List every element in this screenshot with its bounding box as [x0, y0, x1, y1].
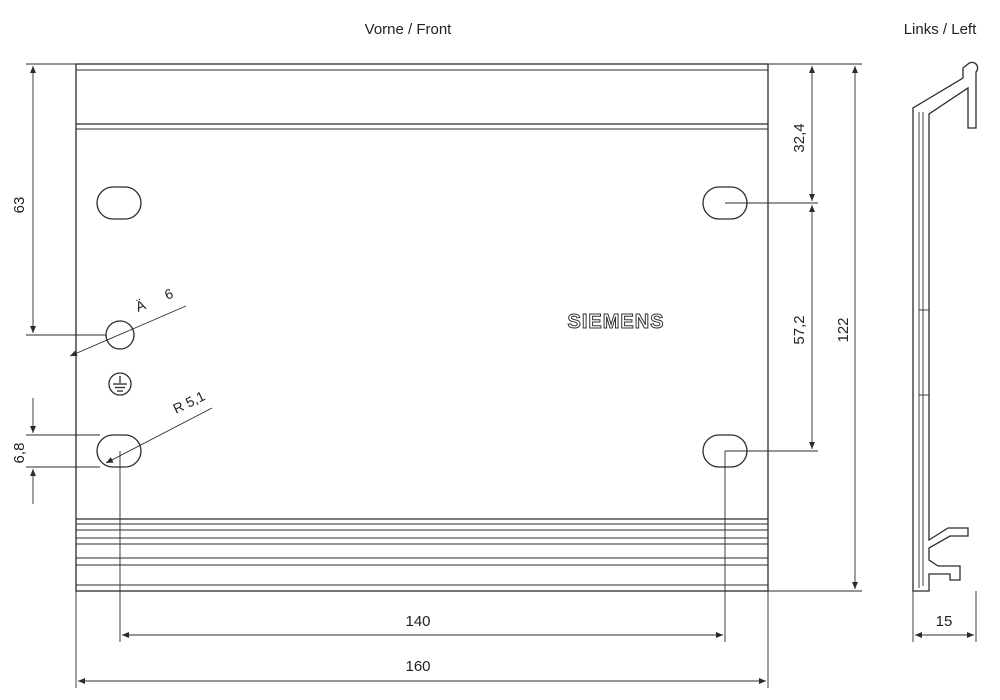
dim-6-8-label: 6,8	[11, 443, 28, 464]
siemens-logo: SIEMENS	[567, 311, 664, 333]
radius-leader	[105, 407, 213, 464]
front-plate	[75, 63, 769, 592]
side-profile	[912, 61, 979, 592]
dim-140-label: 140	[405, 613, 430, 630]
dim-160	[75, 591, 769, 688]
dim-63-label: 63	[11, 197, 28, 214]
hole-diameter-symbol: Ä	[133, 296, 148, 315]
dim-15	[912, 591, 977, 642]
ground-symbol-icon	[108, 372, 132, 396]
dim-57-2	[725, 205, 818, 452]
dim-32-4-label: 32,4	[791, 123, 808, 152]
slot-top-left	[96, 186, 142, 220]
dim-6-8	[26, 398, 100, 504]
round-hole	[69, 305, 187, 357]
dim-122-label: 122	[835, 317, 852, 342]
left-view-title: Links / Left	[904, 21, 977, 38]
dim-57-2-label: 57,2	[791, 315, 808, 344]
dim-63	[26, 63, 106, 336]
dim-32-4	[725, 63, 862, 204]
dim-122	[768, 66, 862, 592]
dim-15-label: 15	[936, 613, 953, 630]
slot-bottom-left	[96, 434, 142, 468]
hole-diameter-label: 6	[162, 285, 175, 303]
dim-160-label: 160	[405, 658, 430, 675]
radius-label: R 5,1	[170, 388, 207, 417]
front-view-title: Vorne / Front	[365, 21, 453, 38]
dim-140	[119, 451, 726, 642]
